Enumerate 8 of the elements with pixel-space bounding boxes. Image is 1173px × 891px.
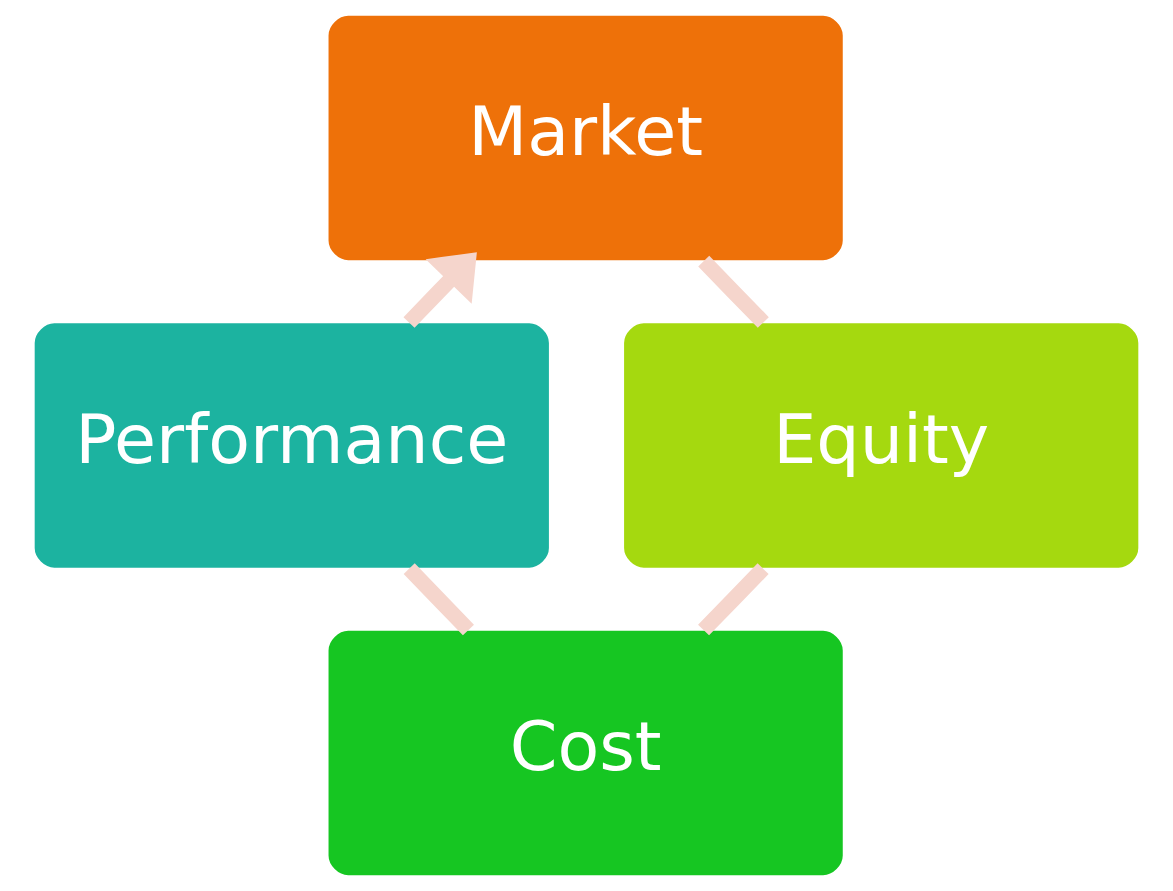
connector: [403, 563, 474, 636]
arrow: [403, 252, 477, 328]
node-box: Equity: [622, 321, 1141, 570]
connector: [698, 563, 769, 636]
node-box: Performance: [32, 321, 551, 570]
connector: [698, 255, 769, 328]
node-box: Cost: [326, 629, 845, 877]
node-box: Market: [326, 14, 845, 262]
